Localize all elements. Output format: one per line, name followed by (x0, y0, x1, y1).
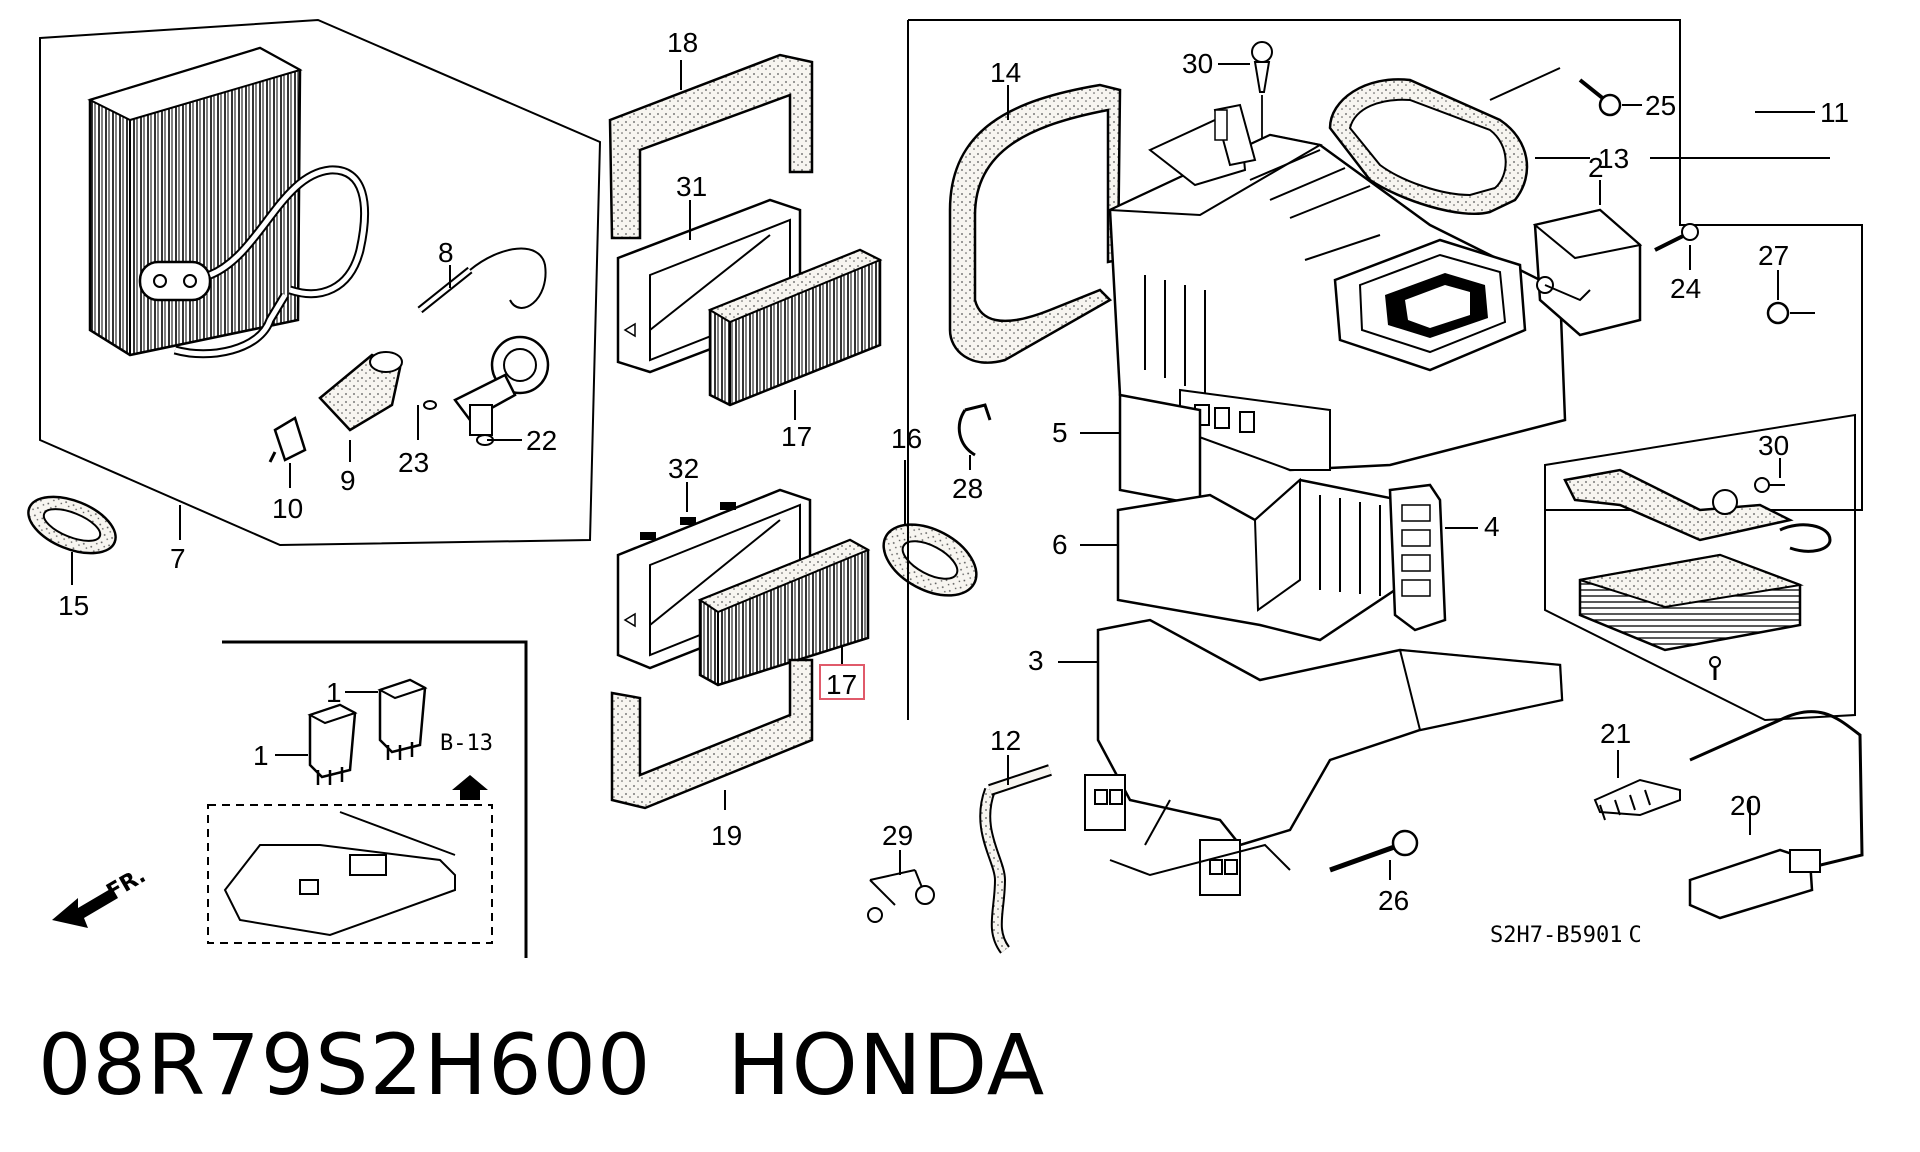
front-arrow-icon (52, 888, 118, 928)
sensor-20: 20 (1688, 710, 1864, 920)
clip-21: 21 (1593, 718, 1681, 821)
callout-17-highlight: 17 (826, 669, 857, 700)
callout-19: 19 (711, 820, 742, 851)
callout-8: 8 (438, 237, 454, 268)
callout-15: 15 (58, 590, 89, 621)
group-7-leaders (179, 265, 522, 540)
heater-core-group: 30 (1544, 413, 1856, 722)
callout-13: 13 (1598, 143, 1629, 174)
callout-21: 21 (1600, 718, 1631, 749)
screw-25: 25 (1578, 78, 1676, 121)
callout-23: 23 (398, 447, 429, 478)
insulation-sleeve-9 (318, 351, 403, 432)
callout-22: 22 (526, 425, 557, 456)
callout-30-right: 30 (1758, 430, 1789, 461)
section-ref: B-13 (440, 731, 493, 756)
expansion-valve (423, 335, 550, 446)
clip-28: 28 (952, 403, 992, 504)
callout-1-lower: 1 (253, 740, 269, 771)
foam-frame-18 (608, 53, 814, 240)
heater-housing (1108, 103, 1567, 472)
callout-20: 20 (1730, 790, 1761, 821)
callout-32: 32 (668, 453, 699, 484)
evaporator-core (87, 46, 370, 359)
relay-1b (307, 703, 358, 785)
filter-element-17-lower (697, 538, 871, 687)
brand-name: HONDA (727, 1016, 1046, 1114)
filter-element-17-upper (707, 248, 883, 407)
callout-2: 2 (1588, 152, 1604, 183)
actuator-2: 2 (1532, 152, 1643, 337)
relay-inset: 1 1 B-13 (207, 640, 528, 958)
callout-25: 25 (1645, 90, 1676, 121)
housing-part-5: 5 (1052, 393, 1202, 507)
callout-26: 26 (1378, 885, 1409, 916)
highlight-box-17 (819, 664, 865, 700)
callout-1-upper: 1 (326, 677, 342, 708)
part-number: 08R79S2H600 (38, 1016, 652, 1114)
callout-7: 7 (170, 543, 186, 574)
gasket-16: 16 (882, 423, 978, 597)
foam-frame-19 (610, 658, 814, 810)
callout-9: 9 (340, 465, 356, 496)
callout-10: 10 (272, 493, 303, 524)
callout-18: 18 (667, 27, 698, 58)
callout-11: 11 (1820, 97, 1849, 128)
relay-location-box (207, 804, 493, 944)
front-direction-indicator: FR. (52, 863, 150, 928)
callout-30-top: 30 (1182, 48, 1213, 79)
sensor-probe-8 (417, 247, 547, 314)
callout-28: 28 (952, 473, 983, 504)
callout-17-upper: 17 (781, 421, 812, 452)
evaporator-group: 8 9 10 23 22 7 (39, 18, 602, 574)
callout-14: 14 (990, 57, 1021, 88)
callout-29: 29 (882, 820, 913, 851)
filter-column: 18 31 17 32 (608, 27, 883, 851)
housing-part-3: 3 (1028, 618, 1564, 896)
screw-24: 24 (1654, 223, 1701, 304)
callout-5: 5 (1052, 417, 1068, 448)
gasket-15: 15 (27, 495, 117, 621)
relay-1a (377, 678, 428, 760)
callout-16: 16 (891, 423, 922, 454)
group-11-outline (908, 19, 1863, 511)
bolt-26: 26 (1329, 829, 1419, 916)
seal-14: 14 (948, 57, 1122, 364)
group-7-outline (39, 18, 602, 547)
callout-27: 27 (1758, 240, 1789, 271)
drain-hose-12: 12 (979, 725, 1052, 954)
damper-4: 4 (1388, 483, 1500, 632)
housing-part-6: 6 (1052, 477, 1412, 642)
callout-12: 12 (990, 725, 1021, 756)
callout-24: 24 (1670, 273, 1701, 304)
gasket-13: 13 (1328, 67, 1830, 216)
nut-27: 27 (1758, 240, 1815, 325)
part-number-footer: 08R79S2H600 HONDA (38, 1016, 1045, 1114)
callout-31: 31 (676, 171, 707, 202)
callout-3: 3 (1028, 645, 1044, 676)
callout-6: 6 (1052, 529, 1068, 560)
clip-10 (268, 416, 307, 463)
up-arrow-icon (452, 775, 488, 800)
callout-4: 4 (1484, 511, 1500, 542)
fasteners-29: 29 (867, 820, 935, 923)
